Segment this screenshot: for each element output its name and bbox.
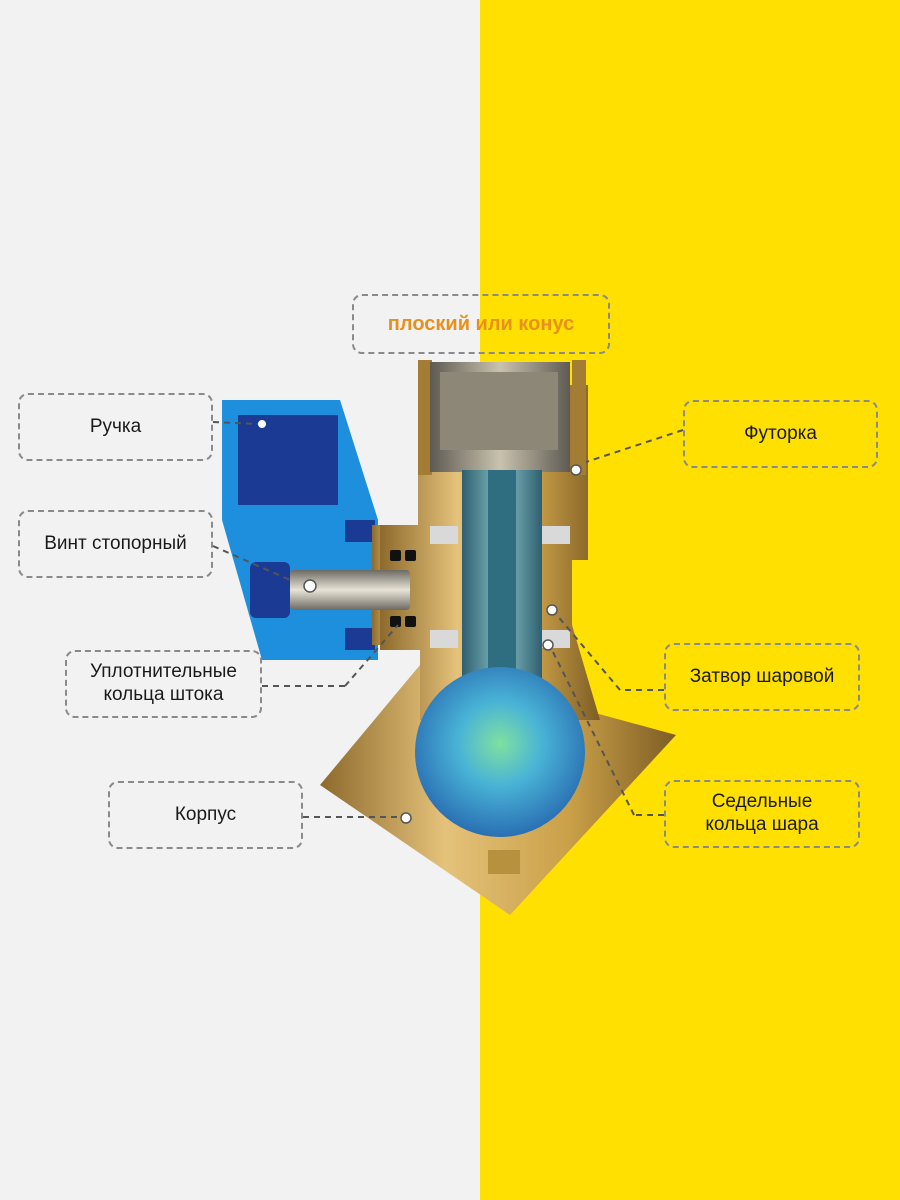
callout-handle-text: Ручка bbox=[89, 415, 142, 437]
callout-seat-rings-line1: Седельные bbox=[711, 791, 813, 813]
leader-stem-seals-diag bbox=[344, 624, 399, 687]
callout-stem-seals-lines: Уплотнительные кольца штока bbox=[90, 661, 237, 707]
seat-ring-lower-left bbox=[430, 630, 458, 648]
fitting-cap-inner bbox=[440, 372, 558, 450]
fitting-thread-left bbox=[418, 360, 432, 475]
lock-screw bbox=[290, 550, 416, 627]
callout-lock-screw: Винт стопорный bbox=[18, 510, 213, 578]
body-marker-dot bbox=[400, 812, 412, 824]
callout-body: Корпус bbox=[108, 781, 303, 849]
handle-nub-bottom bbox=[345, 628, 375, 650]
callout-fitting: Футорка bbox=[683, 400, 878, 468]
callout-ball-gate: Затвор шаровой bbox=[664, 643, 860, 711]
callout-stem-seals: Уплотнительные кольца штока bbox=[65, 650, 262, 718]
leader-fitting bbox=[585, 429, 684, 463]
callout-handle: Ручка bbox=[18, 393, 213, 461]
stem-seal-bottom-1 bbox=[390, 616, 401, 627]
stem-seal-bottom-2 bbox=[405, 616, 416, 627]
callout-body-text: Корпус bbox=[174, 803, 237, 825]
fitting-marker-dot bbox=[570, 464, 582, 476]
leader-ball-gate-diag bbox=[555, 613, 621, 691]
callout-seat-rings-lines: Седельные кольца шара bbox=[705, 791, 818, 837]
seat-ring-upper-left bbox=[430, 526, 458, 544]
stem-seal-top-2 bbox=[405, 550, 416, 561]
leader-seat-rings-diag bbox=[551, 649, 635, 816]
lock-screw-hole bbox=[303, 579, 317, 593]
callout-seat-rings: Седельные кольца шара bbox=[664, 780, 860, 848]
handle-grip-dark bbox=[238, 415, 338, 505]
seat-ring-upper-right bbox=[542, 526, 570, 544]
ball-gate-marker-dot bbox=[546, 604, 558, 616]
callout-seat-rings-line2: кольца шара bbox=[705, 814, 819, 835]
callout-stem-seals-line2: кольца штока bbox=[103, 684, 224, 705]
callout-flat-or-cone: плоский или конус bbox=[352, 294, 610, 354]
handle-marker-dot bbox=[258, 420, 266, 428]
leader-lines bbox=[212, 421, 684, 818]
lock-screw-shaft bbox=[290, 570, 410, 610]
valve-body-bottom-nub bbox=[488, 850, 520, 874]
handle-screw-cap bbox=[250, 562, 290, 618]
stem-seal-top-1 bbox=[390, 550, 401, 561]
leader-lock-screw bbox=[212, 545, 291, 581]
leader-handle bbox=[212, 421, 259, 425]
callout-flat-or-cone-text: плоский или конус bbox=[387, 313, 575, 335]
handle bbox=[222, 400, 378, 660]
handle-nub-top bbox=[345, 520, 375, 542]
callout-stem-seals-line1: Уплотнительные bbox=[90, 661, 237, 683]
ball-assembly bbox=[415, 470, 585, 837]
ball bbox=[415, 667, 585, 837]
callout-fitting-text: Футорка bbox=[744, 422, 817, 444]
fitting-thread-right bbox=[572, 360, 586, 475]
callout-lock-screw-text: Винт стопорный bbox=[44, 532, 187, 554]
callout-ball-gate-text: Затвор шаровой bbox=[689, 665, 835, 687]
seat-ring-marker-dot bbox=[542, 639, 554, 651]
